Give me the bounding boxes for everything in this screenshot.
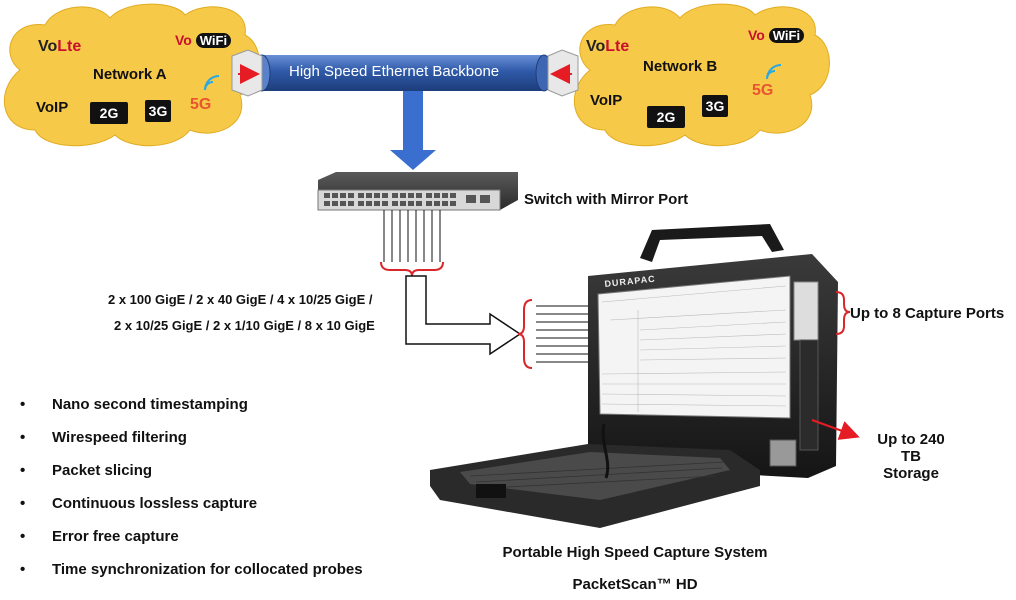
bullet-icon: • bbox=[20, 462, 26, 479]
volte-logo-a: VoLte bbox=[38, 38, 82, 55]
storage-label: Up to 240 TB Storage bbox=[866, 431, 956, 482]
bullet-icon: • bbox=[20, 429, 26, 446]
switch-label: Switch with Mirror Port bbox=[524, 191, 689, 208]
signal-icon-b bbox=[766, 64, 782, 80]
bullet-icon: • bbox=[20, 495, 26, 512]
backbone-down-arrow bbox=[390, 91, 436, 170]
2g-badge-a: 2G bbox=[90, 102, 128, 124]
2g-badge-b: 2G bbox=[647, 106, 685, 128]
capture-ports-bracket bbox=[835, 291, 851, 335]
device-caption-line2: PacketScan™ HD bbox=[572, 576, 698, 593]
3g-badge-b: 3G bbox=[702, 95, 728, 117]
network-b-cloud bbox=[574, 3, 830, 147]
list-item: •Wirespeed filtering bbox=[20, 429, 187, 446]
capture-ports-label: Up to 8 Capture Ports bbox=[850, 305, 1005, 322]
storage-label-line1: Up to 240 TB bbox=[877, 431, 945, 465]
storage-arrow bbox=[811, 419, 860, 440]
list-item: •Error free capture bbox=[20, 528, 179, 545]
list-item: •Nano second timestamping bbox=[20, 396, 248, 413]
switch-icon bbox=[317, 172, 518, 211]
vowifi-logo-b: Vo WiFi bbox=[748, 27, 805, 43]
voip-label-a: VoIP bbox=[36, 99, 69, 116]
bullet-icon: • bbox=[20, 528, 26, 545]
capture-port-bracket bbox=[517, 299, 533, 369]
link-speeds-line2: 2 x 10/25 GigE / 2 x 1/10 GigE / 8 x 10 … bbox=[114, 318, 375, 333]
backbone-label: High Speed Ethernet Backbone bbox=[289, 63, 500, 80]
signal-icon-a bbox=[204, 75, 220, 91]
link-speeds-line1: 2 x 100 GigE / 2 x 40 GigE / 4 x 10/25 G… bbox=[108, 292, 373, 307]
router-a-icon bbox=[231, 49, 263, 97]
5g-label-a: 5G bbox=[190, 96, 212, 113]
device-caption-line1: Portable High Speed Capture System bbox=[502, 544, 768, 561]
capture-port-lines bbox=[536, 305, 596, 363]
bullet-icon: • bbox=[20, 396, 26, 413]
3g-badge-a: 3G bbox=[145, 100, 171, 122]
capture-system-device bbox=[430, 224, 838, 528]
network-b-label: Network B bbox=[643, 58, 718, 75]
list-item: •Time synchronization for collocated pro… bbox=[20, 561, 363, 578]
5g-label-b: 5G bbox=[752, 82, 774, 99]
volte-logo-b: VoLte bbox=[586, 38, 630, 55]
voip-label-b: VoIP bbox=[590, 92, 623, 109]
storage-label-line2: Storage bbox=[883, 465, 939, 482]
bullet-icon: • bbox=[20, 561, 26, 578]
mirror-cables bbox=[383, 210, 441, 262]
cable-bracket bbox=[380, 261, 444, 277]
list-item: •Packet slicing bbox=[20, 462, 153, 479]
vowifi-logo-a: Vo WiFi bbox=[175, 32, 232, 48]
router-b-icon bbox=[547, 49, 579, 97]
network-a-label: Network A bbox=[93, 66, 167, 83]
list-item: •Continuous lossless capture bbox=[20, 495, 258, 512]
features-list: •Nano second timestamping •Wirespeed fil… bbox=[20, 396, 363, 594]
capture-arrow bbox=[405, 275, 522, 356]
